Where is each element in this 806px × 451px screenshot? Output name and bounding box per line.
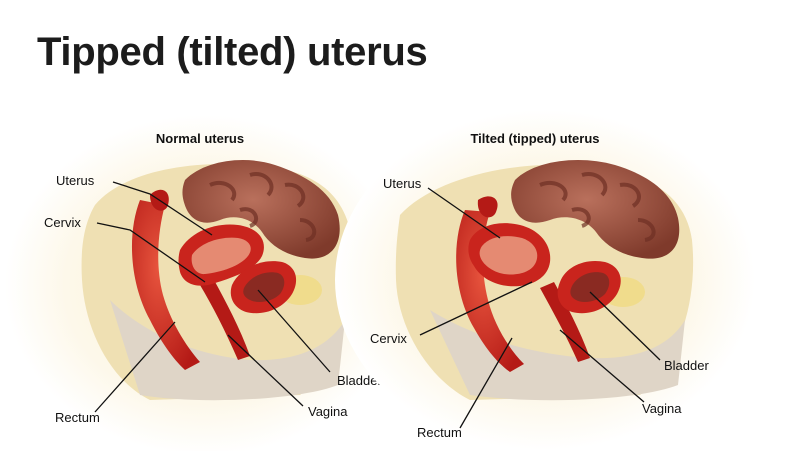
vagina-leader (559, 329, 645, 403)
panel-title: Normal uterus (156, 131, 244, 146)
bladder-label: Bladder (664, 358, 709, 373)
vagina-leader (227, 334, 304, 407)
page-title: Tipped (tilted) uterus (37, 30, 428, 74)
rectum-leader (459, 337, 513, 429)
pelvic-floor-tissue (430, 310, 685, 401)
uterus-leader (112, 181, 213, 236)
rectum-label: Rectum (417, 425, 462, 440)
normal-uterus-panel: Normal uterus Uterus Cervix Bladder Vagi… (5, 115, 405, 451)
vagina-label: Vagina (308, 404, 348, 419)
vagina (200, 280, 250, 360)
bladder-leader (589, 291, 661, 361)
rectum-leader (94, 321, 176, 413)
cervix-label: Cervix (44, 215, 81, 230)
vagina-label: Vagina (642, 401, 682, 416)
intestine-folds (209, 172, 317, 242)
cervix-label: Cervix (370, 331, 407, 346)
bladder-label: Bladder (337, 373, 382, 388)
bladder-inner (243, 272, 285, 302)
rectum-label: Rectum (55, 410, 100, 425)
cervix-leader (419, 281, 533, 336)
panel-title: Tilted (tipped) uterus (470, 131, 599, 146)
uterus-label: Uterus (56, 173, 95, 188)
uterus-inner (479, 236, 538, 275)
vagina (540, 282, 590, 362)
uterus-label: Uterus (383, 176, 422, 191)
uterus-inner (191, 237, 251, 275)
uterus-leader (427, 187, 501, 239)
cervix-leader (96, 222, 206, 283)
pelvic-floor-tissue (110, 300, 345, 401)
intestine-folds (539, 172, 656, 242)
bladder-leader (257, 289, 331, 373)
rectum-top (477, 196, 498, 218)
bladder-inner (570, 272, 610, 302)
tilted-uterus-panel: Tilted (tipped) uterus Uterus Cervix Bla… (335, 110, 755, 450)
